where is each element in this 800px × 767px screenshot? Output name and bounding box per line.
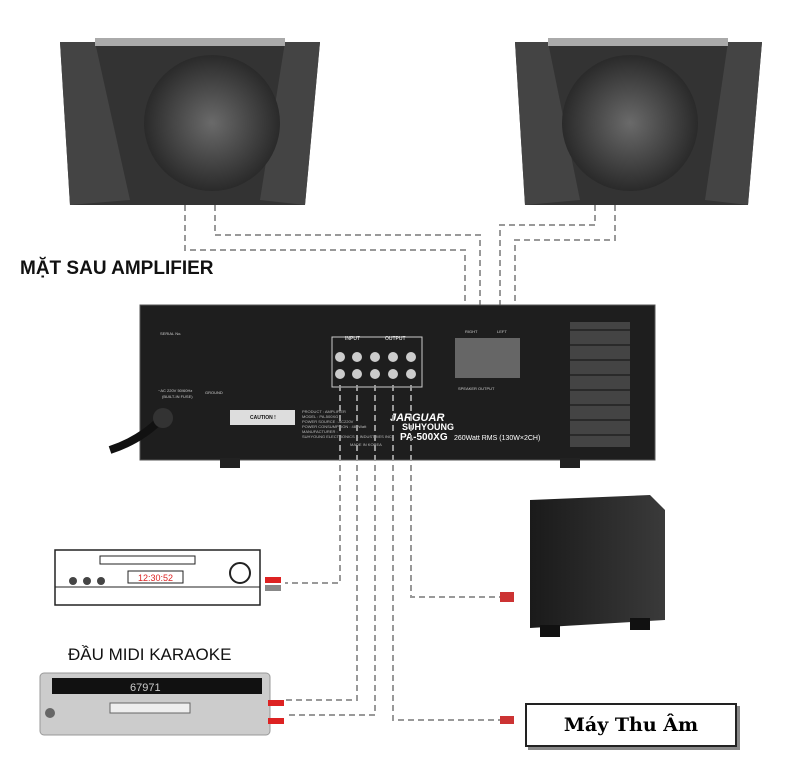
midi-player-title: ĐẦU MIDI KARAOKE xyxy=(68,645,232,664)
brand2-logo: SUHYOUNG xyxy=(402,422,454,432)
fuse-label: (BUILT-IN FUSE) xyxy=(162,394,193,399)
info-line: MODEL : PA-500XG xyxy=(302,414,338,419)
power-label: ~AC 220V 50/60Hz xyxy=(158,388,192,393)
amplifier-rear-panel: SERIAL No. INPUT OUTPUT RIGHT LEFT SPEAK… xyxy=(108,304,656,468)
cd-display: 12:30:52 xyxy=(138,573,173,583)
info-line: POWER SOURCE : AC220V xyxy=(302,419,354,424)
rca-plug-icon xyxy=(500,592,514,602)
cd-player: 12:30:52 xyxy=(54,549,281,606)
model-label: PA-500XG xyxy=(400,432,448,443)
speaker-output-label: SPEAKER OUTPUT xyxy=(458,386,495,391)
info-line: MANUFACTURER : xyxy=(302,429,338,434)
made-in-label: MADE IN KOREA xyxy=(350,442,382,447)
serial-label: SERIAL No. xyxy=(160,331,181,336)
amp-rear-title: MẶT SAU AMPLIFIER xyxy=(20,258,214,279)
brand-logo: JARGUAR xyxy=(390,412,444,424)
rating-label: 260Watt RMS (130W×2CH) xyxy=(454,435,540,442)
info-line: POWER CONSUMPTION : 480Watt xyxy=(302,424,367,429)
info-line: PRODUCT : AMPLIFIER xyxy=(302,409,346,414)
input-label: INPUT xyxy=(345,336,360,342)
subwoofer xyxy=(500,495,665,637)
left-label: LEFT xyxy=(497,329,507,334)
right-label: RIGHT xyxy=(465,329,478,334)
signal-cables xyxy=(285,385,500,721)
output-label: OUTPUT xyxy=(385,336,406,342)
ground-label: GROUND xyxy=(205,390,223,395)
left-speaker xyxy=(60,38,320,205)
recorder-box: Máy Thu Âm xyxy=(525,703,737,747)
info-line: SUHYOUNG ELECTRONICS & INDUSTRIES INC xyxy=(302,434,392,439)
caution-label: CAUTION ! xyxy=(250,415,276,421)
right-speaker xyxy=(515,38,762,205)
karaoke-player: 67971 xyxy=(39,672,514,736)
speaker-cables xyxy=(184,205,616,335)
karaoke-display: 67971 xyxy=(130,682,161,694)
